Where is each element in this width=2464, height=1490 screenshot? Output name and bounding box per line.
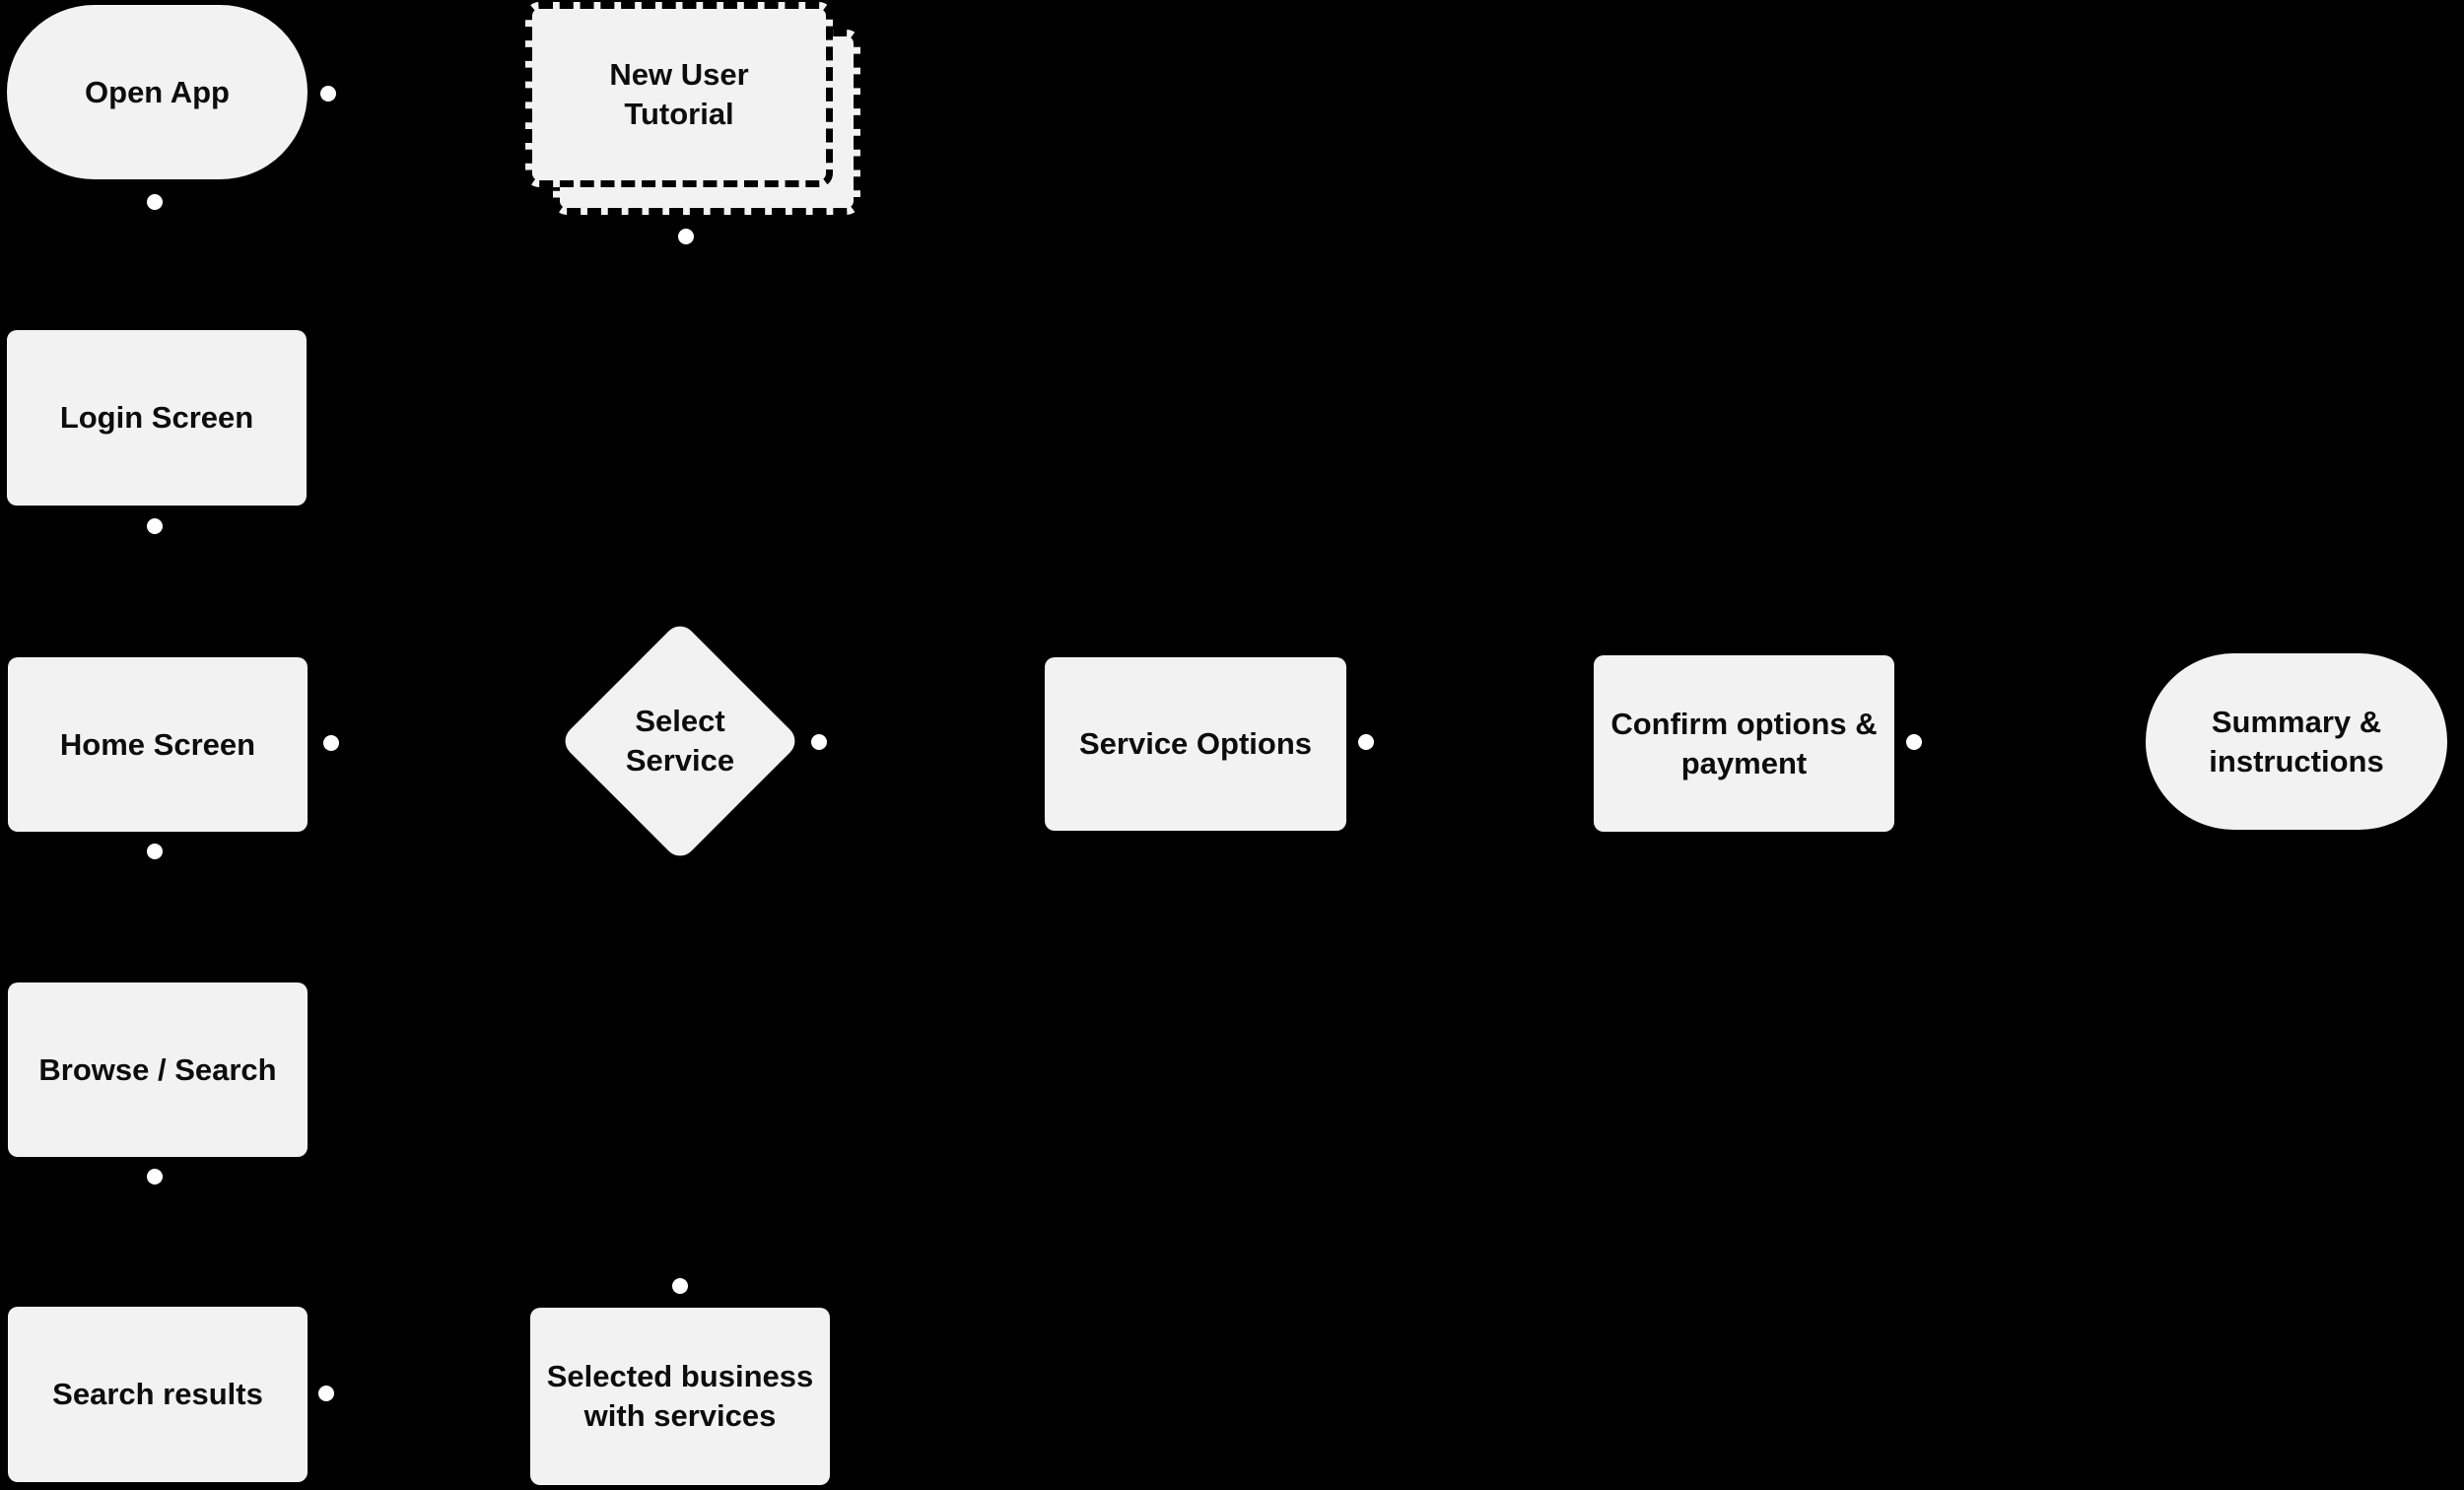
connector-dot-open-app-bottom (147, 194, 163, 210)
stacked-card-front: New User Tutorial (525, 2, 833, 187)
connector-dot-new-user-tutorial-bottom (678, 229, 694, 244)
connector-dot-search-results-right (318, 1386, 334, 1401)
node-home-screen: Home Screen (8, 657, 308, 832)
node-search-results-label: Search results (52, 1377, 263, 1411)
node-home-screen-label: Home Screen (59, 726, 256, 762)
node-new-user-tutorial-label: New User Tutorial (609, 57, 749, 131)
connector-dot-select-service-right (811, 734, 827, 750)
node-service-options: Service Options (1045, 657, 1346, 831)
node-open-app: Open App (7, 5, 308, 179)
node-open-app-label: Open App (85, 74, 230, 109)
connector-dot-service-options-right (1358, 734, 1374, 750)
node-selected-business: Selected business with services (530, 1308, 830, 1485)
node-selected-business-label: Selected business with services (546, 1359, 814, 1433)
node-login-screen: Login Screen (7, 330, 307, 506)
connector-dot-browse-search-bottom (147, 1169, 163, 1185)
connector-dot-selected-business-top (672, 1278, 688, 1294)
connector-dot-login-screen-bottom (147, 518, 163, 534)
node-select-service-label: Select Service (625, 704, 735, 778)
connector-dot-home-screen-bottom (147, 844, 163, 859)
node-summary-instructions-label: Summary & instructions (2209, 704, 2384, 779)
node-select-service: Select Service (558, 619, 802, 863)
node-summary-instructions: Summary & instructions (2146, 653, 2447, 830)
connector-dot-confirm-options-payment-right (1906, 734, 1922, 750)
node-new-user-tutorial: New User Tutorial (525, 2, 860, 215)
node-browse-search-label: Browse / Search (38, 1051, 277, 1087)
connector-dot-home-screen-right (323, 735, 339, 751)
connector-dot-open-app-right (320, 86, 336, 102)
node-service-options-label: Service Options (1078, 726, 1313, 761)
node-search-results: Search results (8, 1307, 308, 1482)
node-confirm-options-payment: Confirm options & payment (1594, 655, 1894, 832)
node-confirm-options-payment-label: Confirm options & payment (1610, 706, 1878, 780)
node-login-screen-label: Login Screen (59, 400, 254, 435)
node-browse-search: Browse / Search (8, 982, 308, 1157)
